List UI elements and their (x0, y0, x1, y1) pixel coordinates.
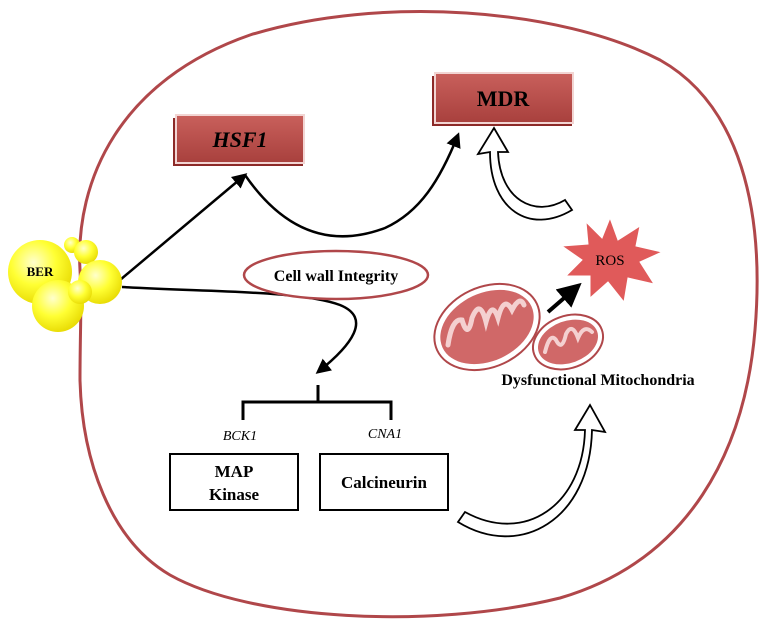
hollow-arrow-ros-to-mdr (476, 126, 574, 221)
arrow-hsf1-to-mdr (243, 132, 461, 238)
calcineurin-label: Calcineurin (341, 473, 427, 492)
ber-label: BER (27, 264, 54, 279)
cna1-label: CNA1 (368, 427, 402, 442)
cell-wall-integrity-label: Cell wall Integrity (274, 268, 398, 285)
dysfunctional-mitochondria-label: Dysfunctional Mitochondria (501, 372, 694, 389)
hsf1-box (173, 114, 305, 166)
hsf1-label: HSF1 (211, 127, 267, 152)
cell-membrane (78, 10, 759, 619)
arrow-mitochondria-to-ros (546, 282, 582, 314)
ros-star (560, 216, 664, 304)
map-kinase-label-line2: Kinase (209, 485, 260, 504)
mdr-label: MDR (477, 86, 531, 111)
arrow-ber-to-hsf1 (119, 173, 248, 281)
ros-label: ROS (595, 253, 624, 269)
cell-wall-integrity-ellipse (242, 249, 430, 301)
map-kinase-label-line1: MAP (215, 462, 254, 481)
mdr-box (432, 72, 574, 126)
mitochondrion-large (433, 282, 541, 372)
bck1-label: BCK1 (223, 429, 257, 444)
ber-cluster (8, 237, 122, 332)
mitochondrion-small (532, 313, 604, 371)
branch-bracket (241, 385, 393, 420)
hollow-arrow-to-mitochondria (456, 403, 607, 538)
map-kinase-box (169, 453, 299, 511)
calcineurin-box (319, 453, 449, 511)
arrow-ber-to-cellwall-targets (121, 285, 358, 374)
